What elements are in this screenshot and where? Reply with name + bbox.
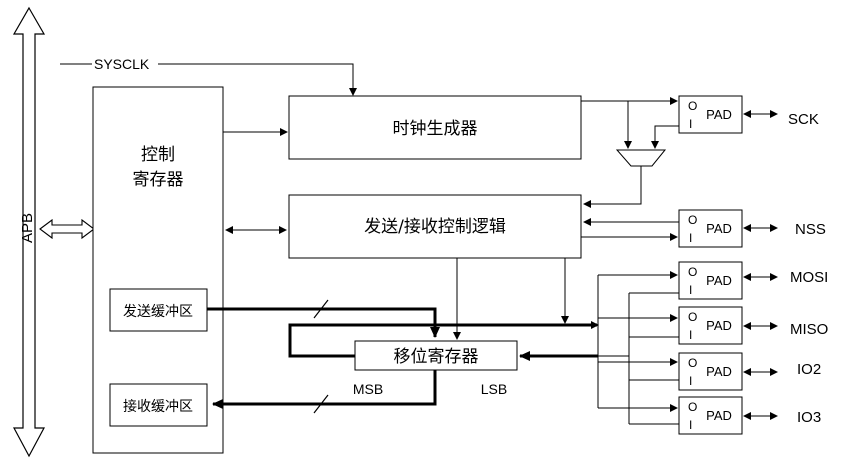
- pad-o-label: O: [688, 265, 697, 279]
- shift-to-rx-buffer-path: [212, 370, 437, 409]
- apb-label: APB: [19, 213, 36, 243]
- pad-o-label: O: [688, 310, 697, 324]
- tx-buffer-block: 发送缓冲区: [109, 288, 208, 332]
- txrx-control-logic-block: 发送/接收控制逻辑: [288, 194, 582, 259]
- pad-mosi: O I PAD MOSI: [678, 261, 828, 300]
- shift-register-block: 移位寄存器: [354, 340, 518, 371]
- pad-i-label: I: [689, 117, 692, 131]
- lsb-label: LSB: [481, 381, 507, 397]
- clock-generator-block: 时钟生成器: [288, 95, 582, 160]
- data-paths: [207, 307, 597, 409]
- pad-label: PAD: [706, 318, 732, 333]
- pad-o-label: O: [688, 400, 697, 414]
- msb-label: MSB: [353, 381, 383, 397]
- pad-i-label: I: [689, 328, 692, 342]
- txrx-control-logic-label: 发送/接收控制逻辑: [364, 217, 506, 237]
- tx-bus-slash: [313, 299, 329, 319]
- io-routing: [597, 271, 679, 425]
- tx-buffer-label: 发送缓冲区: [123, 304, 193, 320]
- signal-label-io3: IO3: [797, 409, 821, 426]
- shift-register-label: 移位寄存器: [394, 347, 479, 367]
- pad-o-label: O: [688, 356, 697, 370]
- pad-label: PAD: [706, 364, 732, 379]
- control-register-label-line2: 寄存器: [133, 170, 184, 190]
- pad-miso: O I PAD MISO: [678, 306, 828, 345]
- pad-io2: O I PAD IO2: [678, 352, 821, 391]
- pad-label: PAD: [706, 408, 732, 423]
- rx-buffer-label: 接收缓冲区: [123, 398, 193, 415]
- pad-o-label: O: [688, 99, 697, 113]
- apb-bus: APB: [12, 6, 46, 458]
- pad-nss: O I PAD NSS: [678, 209, 826, 248]
- tx-buffer-to-shift-path: [207, 307, 440, 338]
- pad-label: PAD: [706, 221, 732, 236]
- pad-label: PAD: [706, 273, 732, 288]
- control-register-label-line1: 控制: [141, 145, 175, 165]
- pad-sck: O I PAD SCK: [678, 95, 819, 134]
- pad-o-label: O: [688, 213, 697, 227]
- sysclk-label: SYSCLK: [94, 56, 150, 72]
- rx-bus-slash: [313, 394, 329, 414]
- pad-label: PAD: [706, 107, 732, 122]
- signal-label-nss: NSS: [795, 221, 826, 238]
- sck-mux: [581, 97, 679, 208]
- pad-i-label: I: [689, 283, 692, 297]
- shift-loopback-path: [288, 323, 597, 358]
- pad-i-label: I: [689, 374, 692, 388]
- signal-label-miso: MISO: [790, 321, 828, 338]
- pad-i-label: I: [689, 231, 692, 245]
- signal-label-io2: IO2: [797, 361, 821, 378]
- clock-generator-label: 时钟生成器: [393, 119, 478, 139]
- apb-control-link-arrow: [39, 218, 95, 240]
- sysclk-signal: SYSCLK: [60, 56, 357, 96]
- signal-label-sck: SCK: [788, 111, 819, 128]
- pad-i-label: I: [689, 418, 692, 432]
- rx-buffer-block: 接收缓冲区: [109, 383, 208, 427]
- signal-label-mosi: MOSI: [790, 269, 828, 286]
- pad-io3: O I PAD IO3: [678, 396, 821, 435]
